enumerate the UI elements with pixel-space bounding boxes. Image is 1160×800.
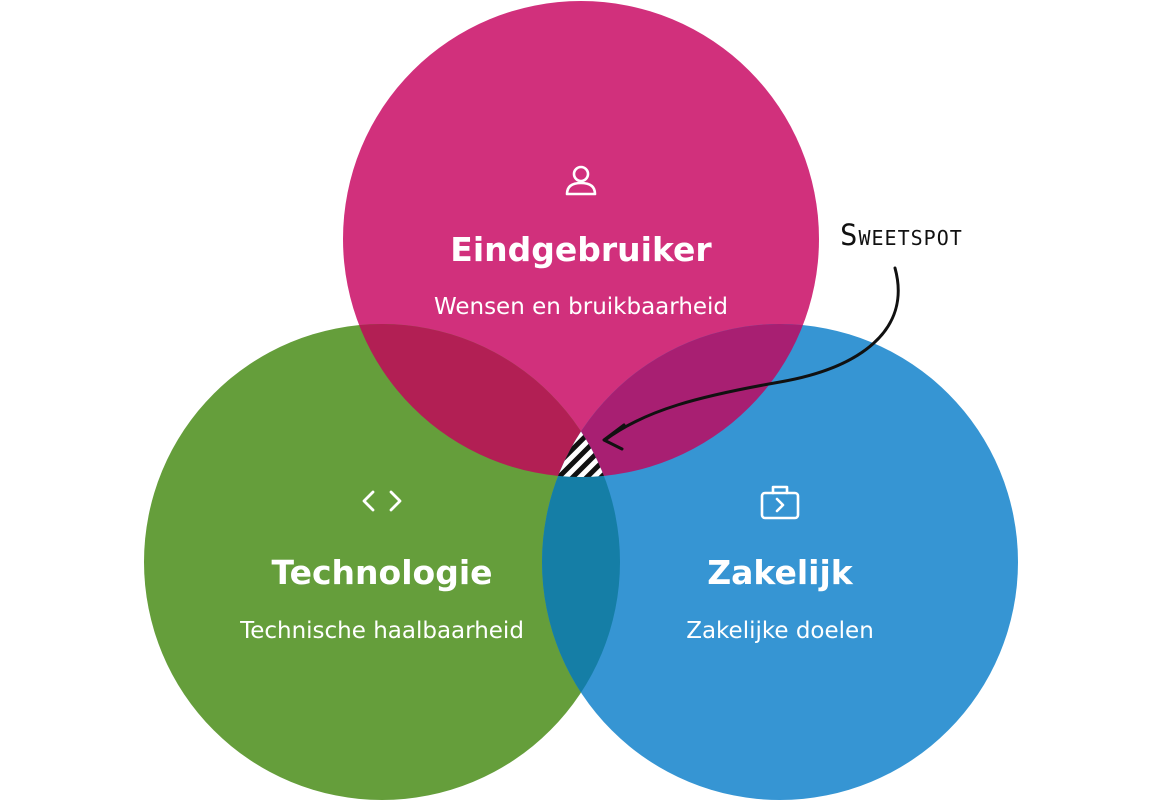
- briefcase-icon: [760, 485, 800, 520]
- technologie-title: Technologie: [271, 553, 492, 592]
- zakelijk-title: Zakelijk: [707, 553, 854, 592]
- sweetspot-arrowhead: [602, 423, 626, 451]
- overlap-user-business: [542, 324, 819, 477]
- sweetspot-label: Sweetspot: [840, 218, 963, 252]
- zakelijk-subtitle: Zakelijke doelen: [686, 618, 874, 644]
- technologie-subtitle: Technische haalbaarheid: [239, 618, 524, 644]
- eindgebruiker-title: Eindgebruiker: [450, 230, 712, 269]
- person-icon: [565, 165, 597, 196]
- eindgebruiker-subtitle: Wensen en bruikbaarheid: [434, 294, 728, 320]
- sweetspot-arrow: [603, 266, 900, 442]
- code-icon: [362, 490, 402, 512]
- overlap-user-tech: [343, 324, 620, 477]
